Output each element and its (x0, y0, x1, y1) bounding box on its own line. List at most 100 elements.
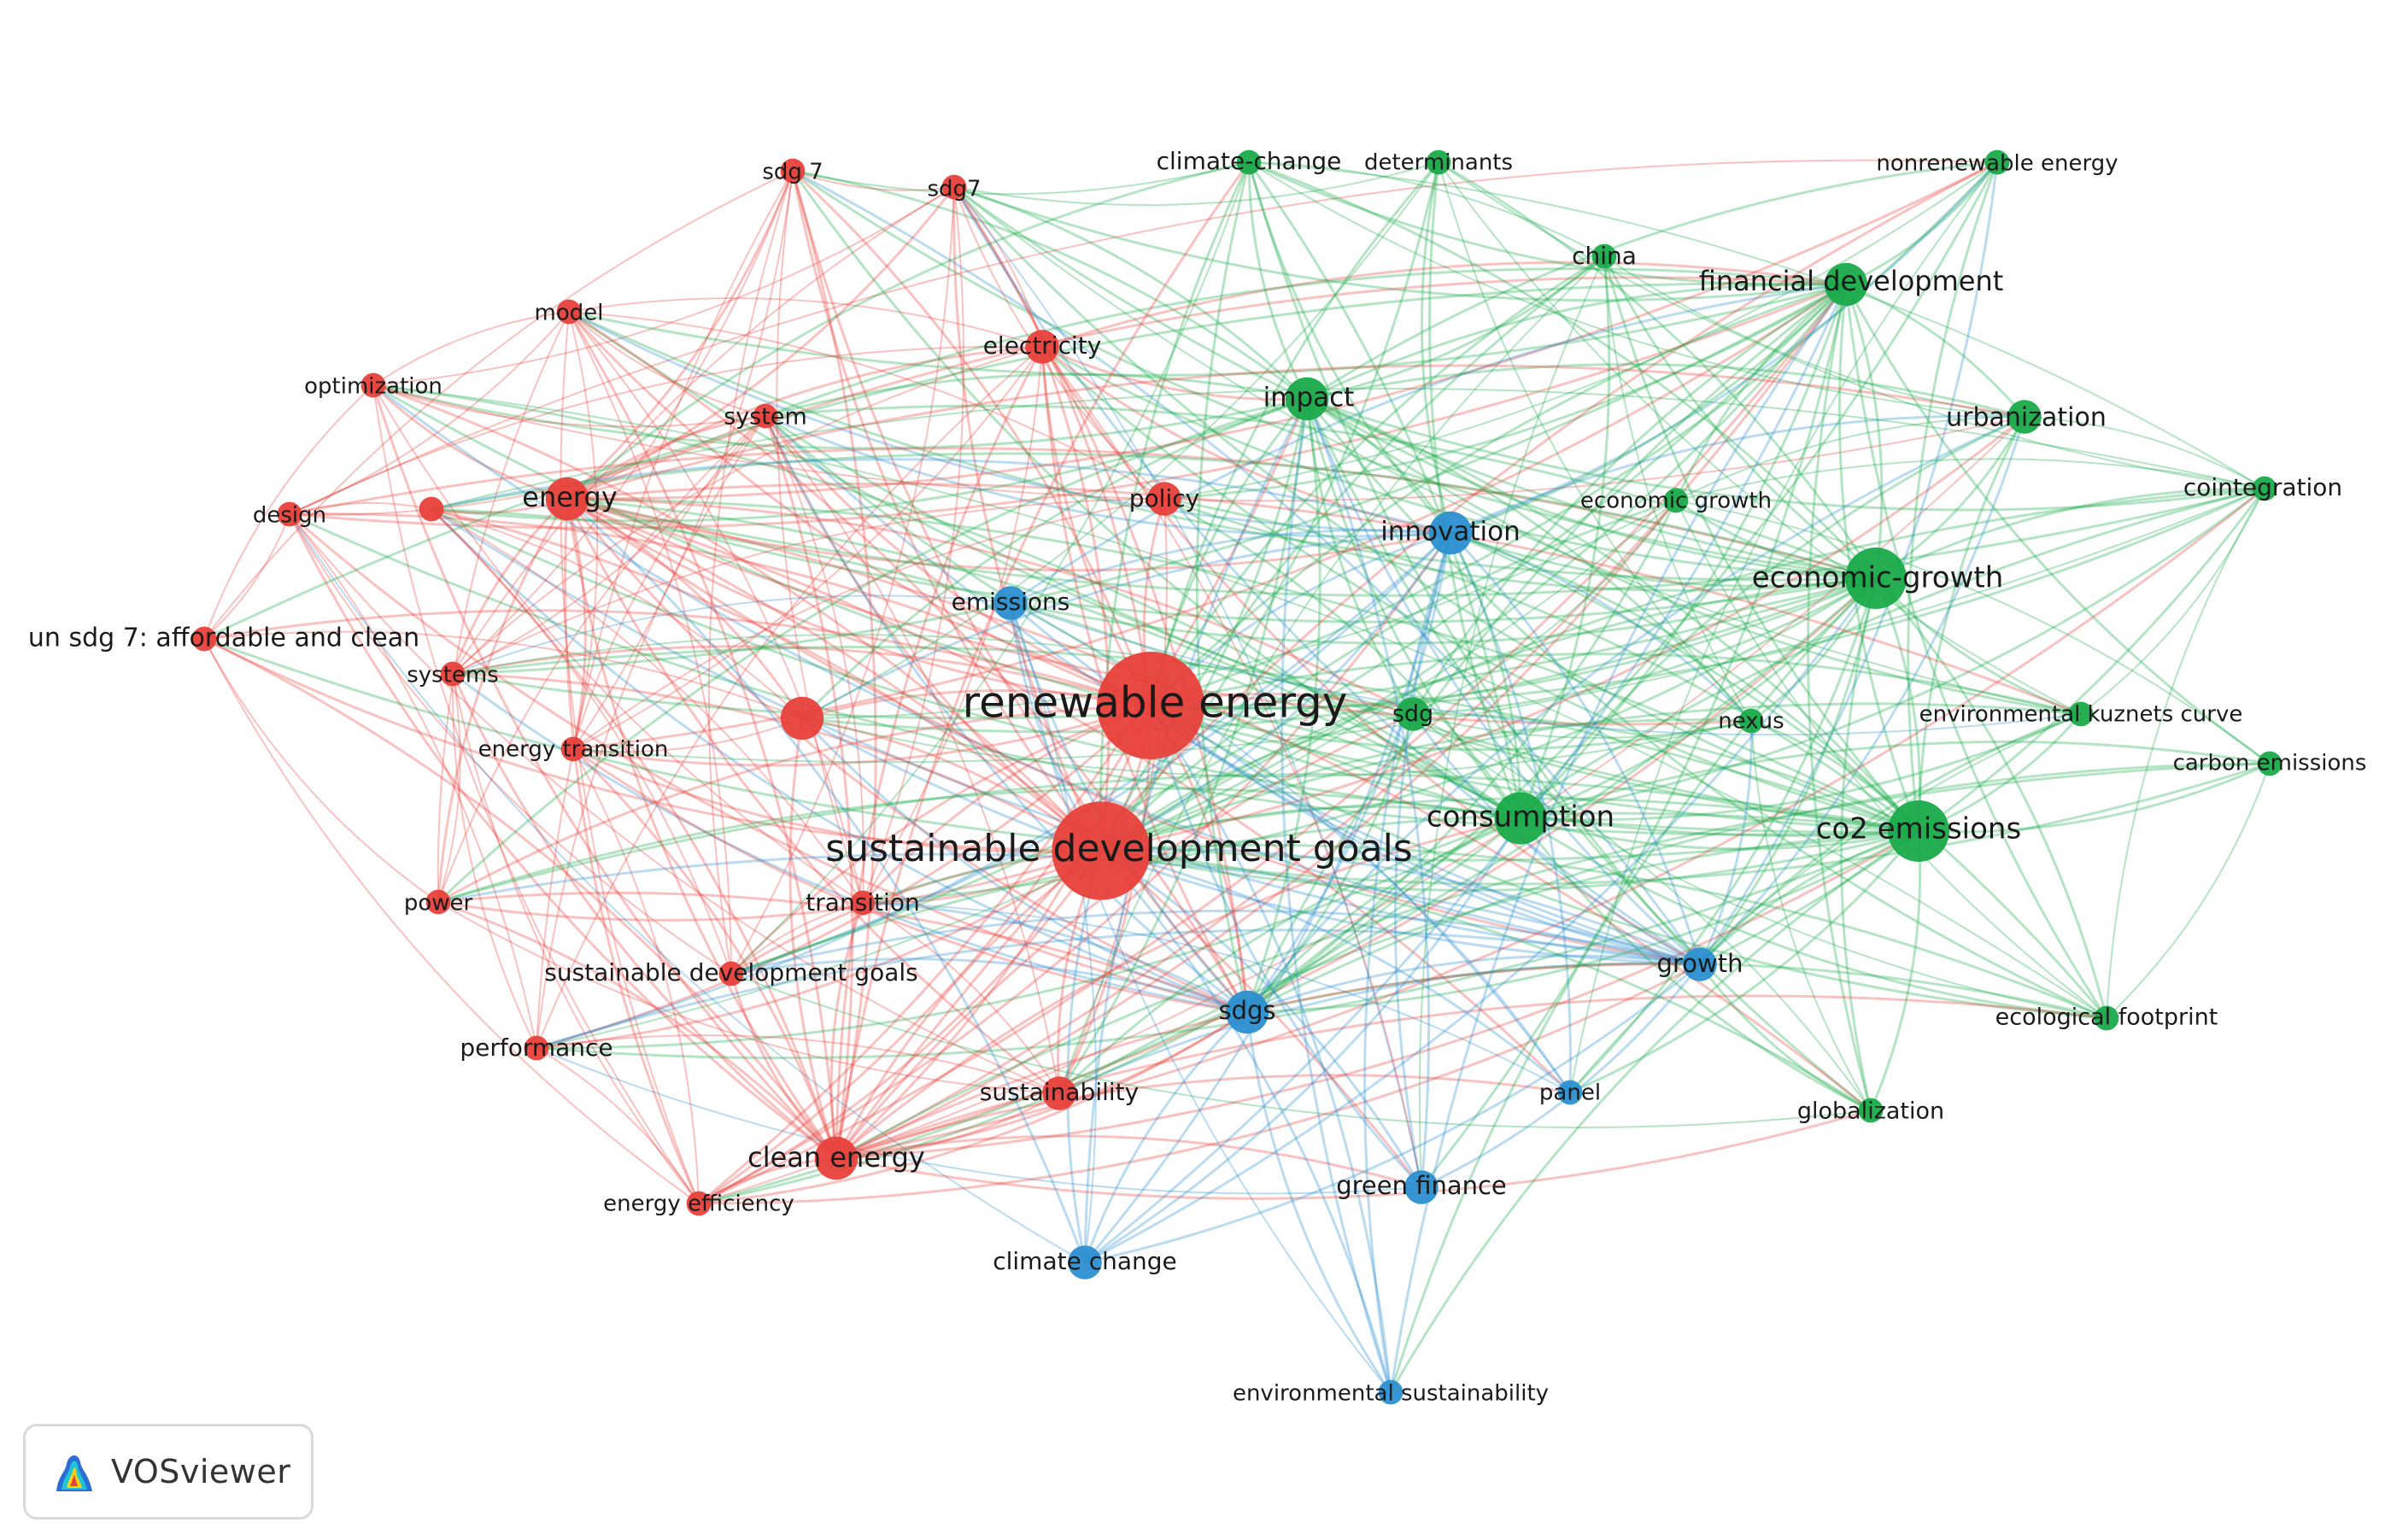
node-label-sustainable-development-goals[interactable]: sustainable development goals (825, 827, 1412, 870)
node-label-determinants[interactable]: determinants (1364, 150, 1513, 176)
node-performance[interactable] (524, 1035, 549, 1061)
node-model[interactable] (556, 299, 582, 325)
node-clean-energy[interactable] (814, 1136, 858, 1180)
node-energy[interactable] (545, 477, 589, 521)
node-label-consumption[interactable]: consumption (1427, 800, 1614, 834)
node-label-urbanization[interactable]: urbanization (1946, 403, 2107, 433)
node-label-financial-development[interactable]: financial development (1699, 265, 2004, 297)
node-label-impact[interactable]: impact (1263, 383, 1355, 413)
node-label-green-finance[interactable]: green finance (1336, 1171, 1507, 1200)
node-environmental-kuznets-curve[interactable] (2068, 701, 2094, 727)
node-label-transition[interactable]: transition (806, 888, 919, 916)
node-label-optimization[interactable]: optimization (304, 374, 442, 400)
node-cointegration[interactable] (2252, 476, 2277, 501)
node-label-economic-growth[interactable]: economic growth (1580, 489, 1772, 514)
node-label-clean-energy[interactable]: clean energy (747, 1141, 925, 1174)
node-label-energy-efficiency[interactable]: energy efficiency (603, 1192, 794, 1217)
node-electricity[interactable] (1025, 330, 1059, 364)
node-climate-change[interactable] (1236, 149, 1262, 175)
node-sdg-7[interactable] (780, 158, 806, 184)
node-co2-emissions[interactable] (1888, 800, 1949, 862)
node-power[interactable] (425, 889, 451, 915)
node-label-china[interactable]: china (1572, 242, 1637, 270)
node-label-environmental-sustainability[interactable]: environmental sustainability (1233, 1381, 1549, 1407)
node-system[interactable] (753, 403, 778, 429)
node-label-nexus[interactable]: nexus (1718, 709, 1784, 735)
node-label-performance[interactable]: performance (460, 1033, 612, 1062)
node-label-sdg7[interactable]: sdg7 (927, 177, 981, 202)
node-sdg7[interactable] (941, 174, 967, 200)
node-label-carbon-emissions[interactable]: carbon emissions (2173, 751, 2367, 776)
node-label-sustainable-development-goals-2[interactable]: sustainable development goals (544, 958, 917, 987)
node-label-globalization[interactable]: globalization (1797, 1098, 1944, 1125)
node-systems[interactable] (440, 661, 466, 687)
node-energy-transition[interactable] (560, 736, 586, 762)
node-label-economic-growth[interactable]: economic-growth (1752, 561, 2004, 595)
node-label-co2-emissions[interactable]: co2 emissions (1816, 812, 2021, 846)
node-label-ecological-footprint[interactable]: ecological footprint (1995, 1004, 2218, 1031)
node-energy-efficiency[interactable] (686, 1191, 712, 1216)
node-un-sdg-7-affordable-and-clean[interactable] (191, 626, 217, 652)
node-nexus[interactable] (1738, 708, 1764, 734)
network-link (203, 513, 290, 640)
node-economic-growth[interactable] (1845, 547, 1907, 609)
node-design[interactable] (277, 501, 302, 527)
node-label-growth[interactable]: growth (1657, 949, 1743, 978)
node-panel[interactable] (1557, 1080, 1583, 1105)
node-label-climate-change[interactable]: climate-change (1157, 147, 1342, 175)
node-label-sdg[interactable]: sdg (1392, 701, 1433, 728)
node-emissions[interactable] (993, 586, 1028, 620)
node-label-sustainability[interactable]: sustainability (980, 1078, 1139, 1106)
network-link (1058, 705, 1152, 1094)
node-unlabeled-1[interactable] (419, 496, 444, 522)
node-label-energy-transition[interactable]: energy transition (478, 737, 669, 763)
node-urbanization[interactable] (2007, 400, 2042, 434)
node-growth[interactable] (1683, 947, 1717, 981)
node-label-design[interactable]: design (253, 503, 326, 529)
node-impact[interactable] (1285, 377, 1329, 421)
node-carbon-emissions[interactable] (2257, 751, 2282, 776)
node-sustainable-development-goals[interactable] (1052, 801, 1151, 900)
node-globalization[interactable] (1858, 1098, 1884, 1123)
network-link (1246, 500, 1678, 1014)
node-sustainability[interactable] (1042, 1076, 1076, 1110)
node-label-sdgs[interactable]: sdgs (1218, 996, 1275, 1025)
node-sdg[interactable] (1396, 697, 1430, 731)
node-label-system[interactable]: system (724, 404, 807, 430)
node-sustainable-development-goals-2[interactable] (718, 961, 744, 987)
node-label-un-sdg-7-affordable-and-clean[interactable]: un sdg 7: affordable and clean (28, 624, 419, 653)
node-label-policy[interactable]: policy (1129, 484, 1199, 512)
node-label-innovation[interactable]: innovation (1380, 517, 1521, 547)
node-china[interactable] (1591, 243, 1617, 269)
node-label-energy[interactable]: energy (522, 481, 618, 513)
node-label-power[interactable]: power (404, 891, 473, 916)
node-label-sdg-7[interactable]: sdg 7 (762, 160, 823, 185)
node-determinants[interactable] (1426, 149, 1451, 175)
node-innovation[interactable] (1428, 511, 1473, 555)
node-label-cointegration[interactable]: cointegration (2183, 473, 2342, 501)
network-link (566, 487, 2265, 597)
node-nonrenewable-energy[interactable] (1984, 149, 2010, 175)
node-transition[interactable] (850, 890, 876, 916)
node-renewable-energy[interactable] (1097, 652, 1204, 759)
node-ecological-footprint[interactable] (2094, 1005, 2119, 1031)
node-label-model[interactable]: model (535, 301, 604, 326)
node-label-environmental-kuznets-curve[interactable]: environmental kuznets curve (1919, 702, 2243, 728)
node-sdgs[interactable] (1225, 990, 1269, 1034)
node-unlabeled-2[interactable] (780, 696, 824, 741)
node-label-panel[interactable]: panel (1539, 1080, 1601, 1106)
node-label-nonrenewable-energy[interactable]: nonrenewable energy (1876, 151, 2118, 177)
node-environmental-sustainability[interactable] (1378, 1379, 1403, 1405)
node-label-renewable-energy[interactable]: renewable energy (963, 678, 1348, 728)
node-consumption[interactable] (1494, 792, 1547, 845)
node-label-electricity[interactable]: electricity (983, 331, 1102, 360)
node-label-emissions[interactable]: emissions (952, 588, 1070, 616)
node-label-climate-change[interactable]: climate change (993, 1247, 1177, 1275)
node-green-finance[interactable] (1404, 1170, 1439, 1204)
node-policy[interactable] (1147, 482, 1181, 516)
node-optimization[interactable] (360, 372, 386, 398)
node-climate-change[interactable] (1068, 1245, 1102, 1279)
node-financial-development[interactable] (1824, 262, 1868, 307)
node-economic-growth[interactable] (1663, 488, 1689, 513)
node-label-systems[interactable]: systems (407, 663, 499, 688)
